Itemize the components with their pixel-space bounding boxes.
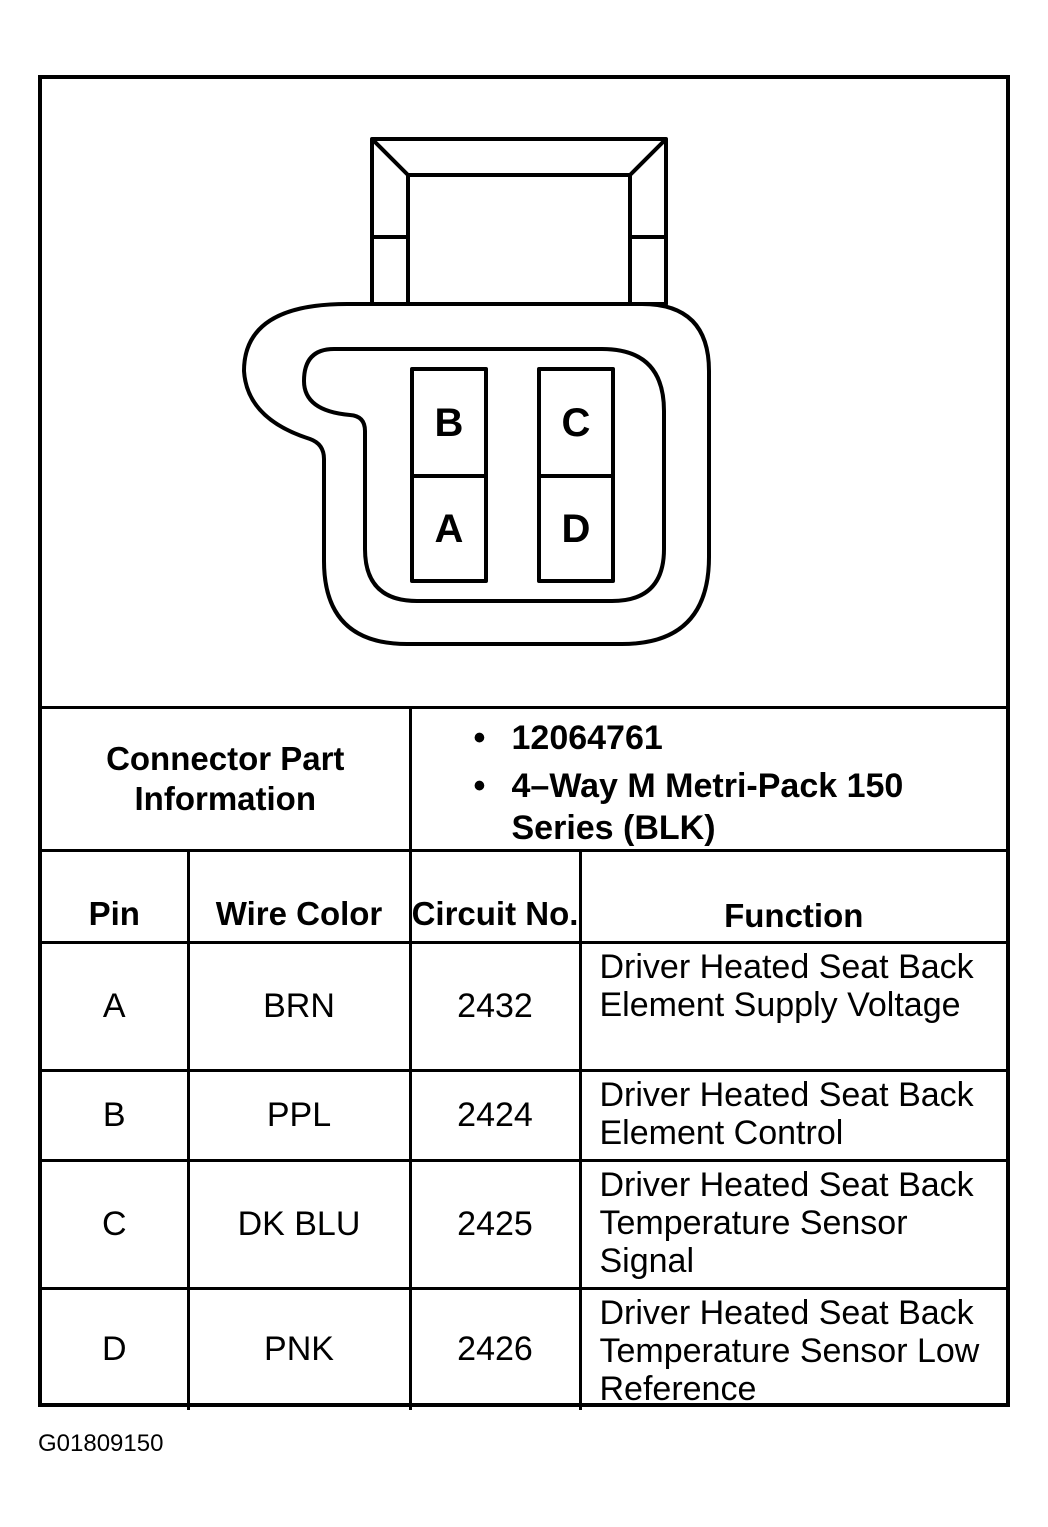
connector-info-row: Connector Part Information • 12064761 • … (42, 706, 1007, 852)
latch-bevel (370, 137, 668, 177)
table-row: D PNK 2426 Driver Heated Seat Back Tempe… (42, 1287, 1006, 1410)
wire-color-cell: BRN (186, 941, 412, 1072)
header-circuit-no: Circuit No. (408, 849, 582, 944)
pin-cell: C (42, 1159, 190, 1290)
figure-id: G01809150 (38, 1430, 164, 1457)
connector-info-label: Connector Part Information (42, 706, 412, 852)
connector-drawing: B C A D (242, 137, 711, 646)
circuit-cell: 2425 (408, 1159, 582, 1290)
function-cell: Driver Heated Seat Back Element Supply V… (578, 941, 1006, 1072)
pin-label-d: D (562, 507, 591, 551)
wire-color-cell: DK BLU (186, 1159, 412, 1290)
bullet-icon: • (473, 767, 486, 805)
connector-series: 4–Way M Metri-Pack 150 Series (BLK) (511, 767, 904, 847)
connector-housing-outer (242, 302, 711, 646)
connector-face-view: B C A D (42, 79, 1006, 709)
circuit-cell: 2426 (408, 1287, 582, 1410)
pin-cell: A (42, 941, 190, 1072)
function-cell: Driver Heated Seat Back Temperature Sens… (578, 1287, 1006, 1410)
pin-label-a: A (435, 507, 464, 551)
function-cell: Driver Heated Seat Back Element Control (578, 1069, 1006, 1162)
part-number: 12064761 (511, 719, 663, 757)
info-item-series: • 4–Way M Metri-Pack 150 Series (BLK) (474, 765, 1007, 849)
header-row: Pin Wire Color Circuit No. Function (42, 849, 1006, 944)
pin-cell: B (42, 1069, 190, 1162)
connector-latch (370, 137, 668, 306)
circuit-cell: 2424 (408, 1069, 582, 1162)
wire-color-cell: PNK (186, 1287, 412, 1410)
bullet-icon: • (473, 719, 486, 757)
connector-info-list: • 12064761 • 4–Way M Metri-Pack 150 Seri… (408, 706, 1007, 852)
table-row: C DK BLU 2425 Driver Heated Seat Back Te… (42, 1159, 1006, 1290)
connector-housing-inner (302, 347, 666, 603)
function-cell: Driver Heated Seat Back Temperature Sens… (578, 1159, 1006, 1290)
header-function: Function (578, 849, 1006, 944)
table-row: A BRN 2432 Driver Heated Seat Back Eleme… (42, 941, 1006, 1072)
header-wire-color: Wire Color (186, 849, 412, 944)
diagram-frame: B C A D Connector Part Information • 120… (38, 75, 1010, 1410)
pin-cell: D (42, 1287, 190, 1410)
header-pin: Pin (42, 849, 190, 944)
circuit-cell: 2432 (408, 941, 582, 1072)
info-item-part-number: • 12064761 (474, 717, 1007, 759)
pin-label-c: C (562, 401, 591, 445)
pinout-table: Connector Part Information • 12064761 • … (42, 706, 1006, 1410)
table-row: B PPL 2424 Driver Heated Seat Back Eleme… (42, 1069, 1006, 1162)
wire-color-cell: PPL (186, 1069, 412, 1162)
pin-label-b: B (435, 401, 464, 445)
